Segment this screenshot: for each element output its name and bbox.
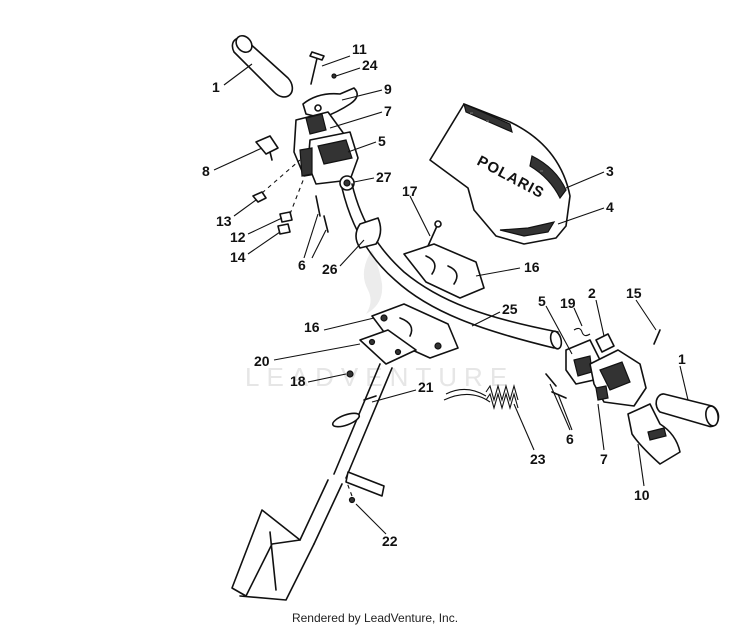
callout-20: 20 xyxy=(254,353,270,369)
callout-12: 12 xyxy=(230,229,246,245)
nut-12 xyxy=(279,211,293,223)
callout-labels: 1 11 24 9 7 5 3 8 27 17 4 13 12 14 6 26 … xyxy=(202,41,686,549)
handlebar-clamp xyxy=(355,217,382,249)
callout-16-lower: 16 xyxy=(304,319,320,335)
handlebar-hood: POLARIS xyxy=(429,102,571,245)
callout-16: 16 xyxy=(524,259,540,275)
callout-2: 2 xyxy=(588,285,596,301)
screw-6a xyxy=(315,195,321,217)
switch-2 xyxy=(595,333,615,353)
hand-grip-right xyxy=(655,393,720,428)
callout-6: 6 xyxy=(298,257,306,273)
hand-grip-left xyxy=(231,34,294,98)
spring-19 xyxy=(573,327,591,337)
control-housing-right xyxy=(565,339,647,407)
steering-post xyxy=(231,363,393,601)
spring-23 xyxy=(443,383,519,411)
screw-15 xyxy=(653,329,661,345)
callout-10: 10 xyxy=(634,487,650,503)
switch-part xyxy=(255,135,279,161)
nut-13 xyxy=(252,191,267,203)
callout-17: 17 xyxy=(402,183,418,199)
callout-5-right: 5 xyxy=(538,293,546,309)
callout-18: 18 xyxy=(290,373,306,389)
callout-1: 1 xyxy=(212,79,220,95)
watermark: LEADVENTURE xyxy=(245,250,514,392)
throttle-lever xyxy=(302,87,358,119)
callout-21: 21 xyxy=(418,379,434,395)
callout-22: 22 xyxy=(382,533,398,549)
screw-6c xyxy=(545,373,557,387)
callout-8: 8 xyxy=(202,163,210,179)
callout-6-right: 6 xyxy=(566,431,574,447)
callout-25: 25 xyxy=(502,301,518,317)
callout-7-right: 7 xyxy=(600,451,608,467)
callout-19: 19 xyxy=(560,295,576,311)
callout-14: 14 xyxy=(230,249,246,265)
leader-lines xyxy=(213,55,689,535)
callout-7: 7 xyxy=(384,103,392,119)
callout-23: 23 xyxy=(530,451,546,467)
callout-4: 4 xyxy=(606,199,614,215)
handlebar-tube xyxy=(341,183,563,350)
clamp-block-upper xyxy=(403,243,485,299)
footer-credit: Rendered by LeadVenture, Inc. xyxy=(291,611,459,625)
callout-1-right: 1 xyxy=(678,351,686,367)
callout-24: 24 xyxy=(362,57,378,73)
callout-26: 26 xyxy=(322,261,338,277)
callout-5: 5 xyxy=(378,133,386,149)
pin-22 xyxy=(345,471,385,504)
brake-lever xyxy=(627,403,681,465)
nut-18 xyxy=(346,370,354,378)
washer-small xyxy=(331,73,337,79)
callout-11: 11 xyxy=(352,41,367,57)
mount-plate xyxy=(359,329,417,365)
callout-15: 15 xyxy=(626,285,642,301)
pin-screw xyxy=(309,51,325,85)
screw-6b xyxy=(323,215,329,233)
bolt-17 xyxy=(427,220,442,247)
callout-13: 13 xyxy=(216,213,232,229)
control-housing-left xyxy=(293,111,359,185)
nut-14 xyxy=(277,223,291,235)
callout-9: 9 xyxy=(384,81,392,97)
callout-3: 3 xyxy=(606,163,614,179)
callout-27: 27 xyxy=(376,169,392,185)
watermark-text: LEADVENTURE xyxy=(245,362,514,392)
